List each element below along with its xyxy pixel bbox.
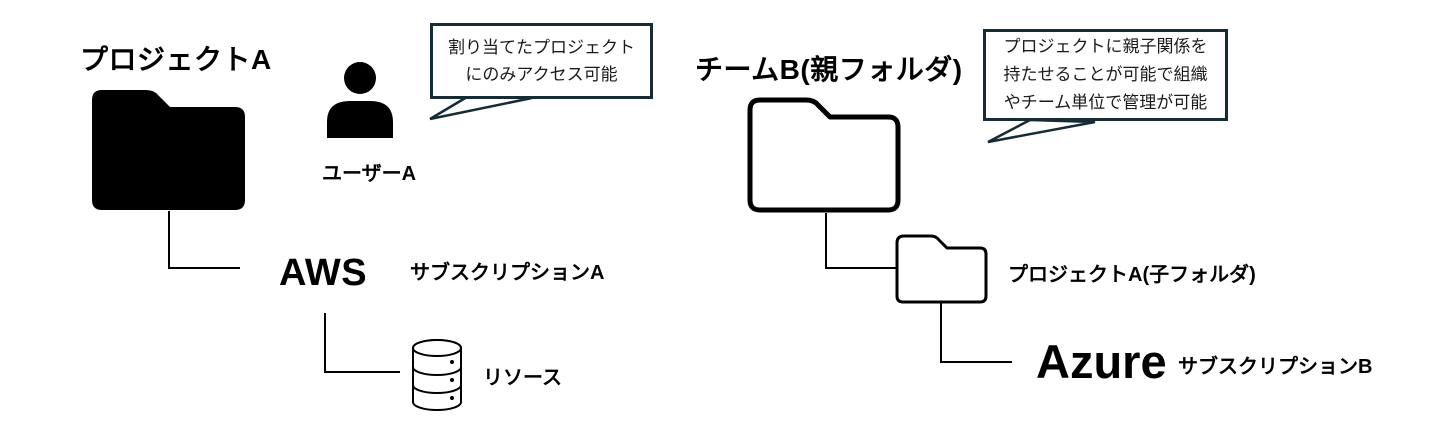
callout-left-line1: 割り当てたプロジェクト	[448, 38, 635, 57]
database-icon	[412, 339, 462, 411]
user-icon	[327, 62, 393, 138]
folder-icon-filled	[92, 90, 245, 210]
folder-icon-outline	[747, 97, 901, 213]
callout-right-line3: やチーム単位で管理が可能	[1003, 93, 1208, 112]
connector-child-azure	[940, 303, 1012, 363]
callout-tail-left	[429, 95, 533, 121]
subscription-b-label: サブスクリプションB	[1178, 356, 1373, 378]
provider-aws-label: AWS	[279, 252, 368, 294]
folder-icon-outline-small	[895, 234, 988, 304]
subscription-a-label: サブスクリプションA	[410, 262, 605, 284]
callout-left-line2: にのみアクセス可能	[465, 65, 618, 84]
connector-folderA-aws	[168, 211, 240, 269]
connector-aws-resource	[324, 313, 400, 373]
child-folder-label: プロジェクトA(子フォルダ)	[1008, 264, 1256, 286]
callout-right: プロジェクトに親子関係を 持たせることが可能で組織 やチーム単位で管理が可能	[983, 29, 1228, 121]
user-label: ユーザーA	[322, 163, 417, 185]
callout-right-line2: 持たせることが可能で組織	[1003, 65, 1208, 84]
callout-left: 割り当てたプロジェクト にのみアクセス可能	[430, 23, 653, 99]
connector-lines	[168, 211, 1012, 373]
callout-right-line1: プロジェクトに親子関係を	[1003, 37, 1208, 56]
left-group-title: プロジェクトA	[80, 44, 272, 75]
callout-tail-right	[987, 118, 1096, 144]
connector-parent-child	[825, 213, 897, 269]
right-group-title: チームB(親フォルダ)	[695, 54, 963, 85]
provider-azure-label: Azure	[1036, 335, 1167, 388]
resource-label: リソース	[483, 367, 562, 389]
